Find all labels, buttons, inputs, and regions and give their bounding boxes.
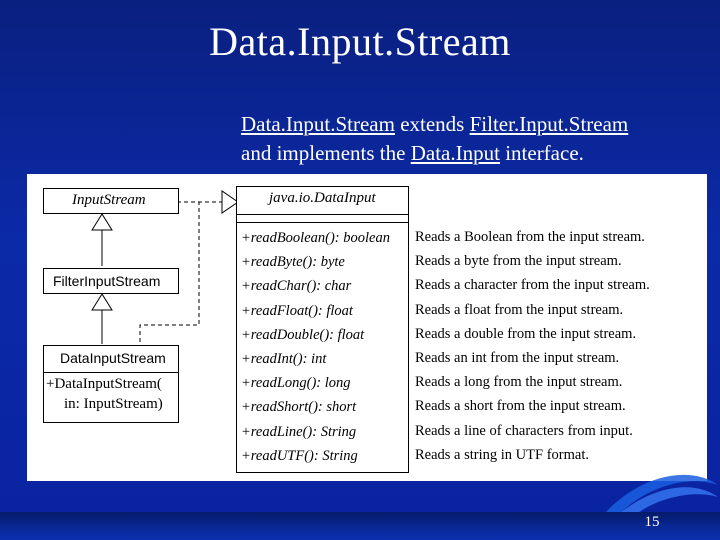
method-description: Reads an int from the input stream. — [415, 350, 620, 366]
class-name-data-input-stream: DataInputStream — [60, 350, 166, 366]
class-box-data-input-stream: DataInputStream +DataInputStream( in: In… — [43, 345, 179, 423]
method-signature: +readFloat(): float — [241, 302, 353, 319]
subtitle-line-1: Data.Input.Stream extends Filter.Input.S… — [241, 110, 628, 139]
class-box-filter-input-stream: FilterInputStream — [43, 268, 179, 294]
class-box-input-stream: InputStream — [43, 188, 179, 214]
method-signature: +readLong(): long — [241, 375, 351, 392]
method-description: Reads a float from the input stream. — [415, 301, 624, 318]
method-description: Reads a byte from the input stream. — [415, 253, 622, 270]
method-signature: +readChar(): char — [241, 278, 352, 295]
constructor-line-1: +DataInputStream( — [46, 376, 162, 392]
subtitle-text-implements: and implements the — [241, 141, 411, 165]
class-divider — [44, 372, 178, 373]
decorative-swoosh — [605, 474, 718, 513]
uml-diagram: InputStream FilterInputStream DataInputS… — [27, 174, 707, 481]
subtitle-superclass-name: Filter.Input.Stream — [469, 112, 629, 136]
method-signature: +readInt(): int — [241, 351, 327, 367]
method-signature: +readDouble(): float — [241, 326, 365, 343]
interface-divider — [237, 214, 408, 215]
slide-title: Data.Input.Stream — [209, 19, 511, 64]
generalization-arrowhead-2 — [91, 293, 113, 311]
method-signature: +readLine(): String — [241, 423, 357, 440]
generalization-arrowhead-1 — [91, 213, 113, 231]
subtitle-class-name: Data.Input.Stream — [241, 112, 395, 136]
footer-band — [0, 512, 720, 540]
realization-arrowhead — [221, 190, 239, 214]
interface-name: java.io.DataInput — [269, 190, 376, 206]
method-signature: +readBoolean(): boolean — [241, 230, 390, 246]
method-signature: +readByte(): byte — [241, 254, 345, 271]
slide-subtitle: Data.Input.Stream extends Filter.Input.S… — [241, 110, 628, 168]
interface-divider-2 — [237, 222, 408, 223]
subtitle-interface-name: Data.Input — [410, 141, 500, 165]
method-signature: +readUTF(): String — [241, 447, 358, 464]
method-description: Reads a Boolean from the input stream. — [415, 229, 645, 245]
method-description: Reads a short from the input stream. — [415, 398, 626, 415]
method-signature: +readShort(): short — [241, 399, 357, 416]
subtitle-text-extends: extends — [394, 112, 470, 136]
subtitle-text-interface: interface. — [499, 141, 584, 165]
method-description: Reads a long from the input stream. — [415, 374, 623, 391]
subtitle-line-2: and implements the Data.Input interface. — [241, 139, 628, 168]
page-number: 15 — [644, 514, 660, 530]
method-description: Reads a double from the input stream. — [415, 325, 637, 342]
method-description: Reads a string in UTF format. — [415, 446, 589, 463]
method-description: Reads a character from the input stream. — [415, 277, 650, 294]
class-name-input-stream: InputStream — [72, 192, 146, 208]
class-name-filter-input-stream: FilterInputStream — [53, 273, 161, 289]
method-description: Reads a line of characters from input. — [415, 422, 633, 439]
uml-connectors — [91, 190, 239, 344]
constructor-line-2: in: InputStream) — [64, 396, 163, 412]
interface-box-data-input: java.io.DataInput +readBoolean(): boolea… — [236, 186, 409, 473]
